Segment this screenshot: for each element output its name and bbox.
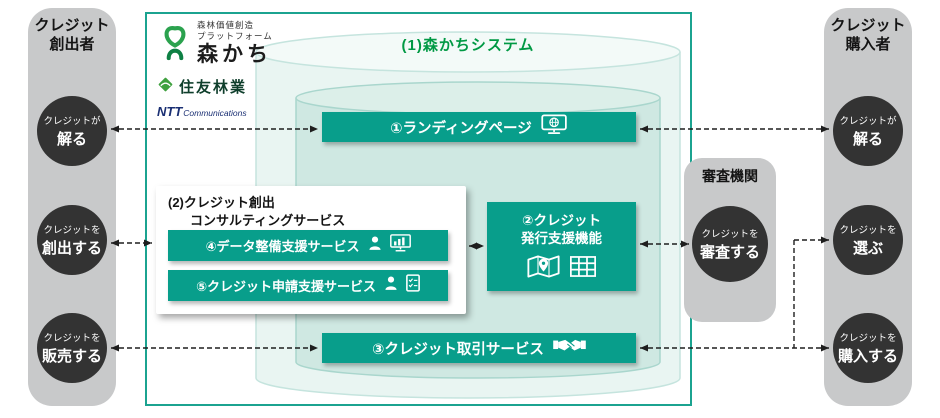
morikachi-logo: 森林価値創造 プラットフォーム 森かち (157, 20, 273, 66)
auditor-panel: 審査機関 クレジットを 審査する (684, 158, 776, 322)
trading-service-banner: ③クレジット取引サービス (322, 333, 636, 363)
role-label-small: クレジットを (43, 333, 101, 344)
consulting-title-line2: コンサルティングサービス (190, 212, 346, 228)
landing-page-banner: ①ランディングページ (322, 112, 636, 142)
application-service-label: ⑤クレジット申請支援サービス (195, 279, 376, 294)
document-check-icon (406, 274, 420, 297)
creator-role-create: クレジットを 創出する (37, 205, 107, 275)
sumitomo-forestry-logo: 住友林業 (157, 76, 247, 97)
landing-page-label: ①ランディングページ (390, 120, 532, 137)
map-pin-icon (527, 254, 560, 284)
role-label-small: クレジットを (839, 333, 897, 344)
creator-title-line2: 創出者 (49, 35, 95, 53)
role-label-small: クレジットを (701, 229, 759, 240)
ntt-logo-text: NTT (157, 104, 183, 119)
creator-panel-title: クレジット 創出者 (28, 8, 116, 55)
consulting-title-line1: (2)クレジット創出 (168, 195, 275, 210)
issuance-label-line1: ②クレジット (522, 213, 601, 228)
role-label-small: クレジットを (43, 225, 101, 236)
monitor-chart-icon (389, 234, 411, 257)
morikachi-tagline-2: プラットフォーム (197, 31, 273, 42)
purchaser-panel: クレジット 購入者 クレジットが 解る クレジットを 選ぶ クレジットを 購入す… (824, 8, 912, 406)
auditor-panel-title: 審査機関 (702, 168, 758, 184)
purchaser-role-buy: クレジットを 購入する (833, 313, 903, 383)
creator-title-line1: クレジット (34, 17, 110, 34)
purchaser-panel-title: クレジット 購入者 (824, 8, 912, 55)
purchaser-title-line2: 購入者 (845, 35, 891, 53)
role-label-small: クレジットが (839, 116, 897, 127)
consulting-service-title: (2)クレジット創出 コンサルティングサービス (156, 186, 466, 229)
creator-role-understand: クレジットが 解る (37, 96, 107, 166)
ntt-communications-logo: NTT Communications (157, 104, 247, 119)
credit-issuance-box: ②クレジット 発行支援機能 (487, 202, 636, 291)
role-label-big: 選ぶ (852, 240, 883, 257)
issuance-label-line2: 発行支援機能 (521, 230, 602, 246)
morikachi-leaf-knot-icon (157, 21, 193, 66)
monitor-globe-icon (541, 114, 568, 140)
sumitomo-diamond-icon (157, 76, 174, 97)
purchaser-role-choose: クレジットを 選ぶ (833, 205, 903, 275)
data-service-label: ④データ整備支援サービス (205, 239, 360, 254)
trading-service-label: ③クレジット取引サービス (372, 341, 544, 358)
application-service-banner: ⑤クレジット申請支援サービス (168, 270, 448, 301)
role-label-big: 審査する (699, 244, 760, 261)
system-title: (1)森かちシステム (401, 37, 535, 54)
morikachi-tagline-1: 森林価値創造 (197, 20, 255, 30)
person-icon (385, 276, 397, 295)
role-label-big: 解る (56, 131, 87, 148)
role-label-big: 創出する (41, 240, 102, 257)
sumitomo-logo-text: 住友林業 (179, 79, 248, 96)
role-label-big: 購入する (837, 348, 898, 365)
creator-panel: クレジット 創出者 クレジットが 解る クレジットを 創出する クレジットを 販… (28, 8, 116, 406)
purchaser-role-understand: クレジットが 解る (833, 96, 903, 166)
data-service-banner: ④データ整備支援サービス (168, 230, 448, 261)
morikachi-logo-name: 森かち (197, 42, 272, 66)
role-label-small: クレジットを (839, 225, 897, 236)
handshake-icon (553, 337, 586, 359)
auditor-role-review: クレジットを 審査する (692, 206, 768, 282)
role-label-small: クレジットが (43, 116, 101, 127)
role-label-big: 解る (852, 131, 883, 148)
table-grid-icon (570, 256, 596, 282)
ntt-communications-text: Communications (183, 108, 247, 118)
person-icon (368, 236, 381, 255)
role-label-big: 販売する (41, 348, 102, 365)
purchaser-title-line1: クレジット (830, 17, 906, 34)
creator-role-sell: クレジットを 販売する (37, 313, 107, 383)
